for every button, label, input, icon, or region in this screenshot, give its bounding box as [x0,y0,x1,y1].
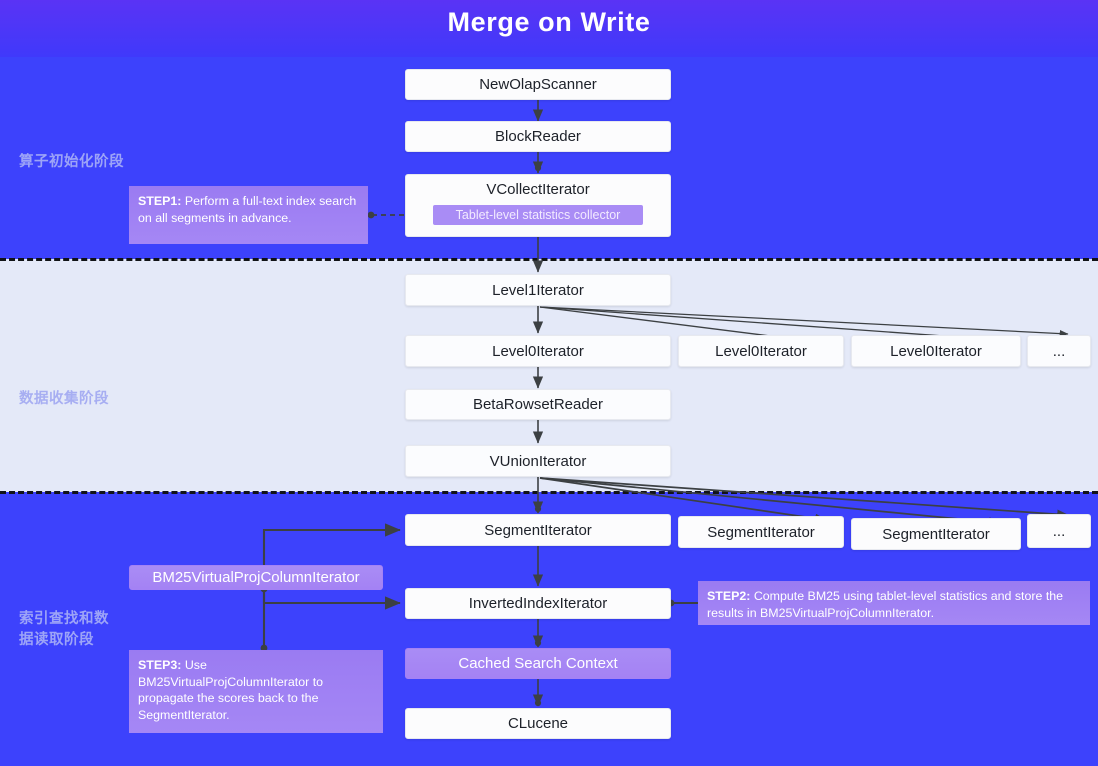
node-block-reader[interactable]: BlockReader [405,121,671,152]
node-clucene[interactable]: CLucene [405,708,671,739]
node-segment-iterator-3[interactable]: SegmentIterator [851,518,1021,550]
callout-step3-text: Use BM25VirtualProjColumnIterator to pro… [138,658,324,723]
node-cached-search-context[interactable]: Cached Search Context [405,648,671,679]
node-vunion-iterator[interactable]: VUnionIterator [405,445,671,477]
node-segment-iterator-1[interactable]: SegmentIterator [405,514,671,546]
callout-step3: STEP3: Use BM25VirtualProjColumnIterator… [129,650,383,733]
node-beta-rowset-reader[interactable]: BetaRowsetReader [405,389,671,420]
callout-step2-text: Compute BM25 using tablet-level statisti… [707,589,1064,620]
node-level0-ellipsis[interactable]: ... [1027,335,1091,367]
node-segment-ellipsis[interactable]: ... [1027,514,1091,548]
node-new-olap-scanner[interactable]: NewOlapScanner [405,69,671,100]
callout-step2: STEP2: Compute BM25 using tablet-level s… [698,581,1090,625]
callout-step1-tag: STEP1: [138,194,182,208]
stage-divider-top [0,258,1098,261]
stage-label-collect: 数据收集阶段 [19,391,109,407]
callout-step3-tag: STEP3: [138,658,182,672]
node-level1-iterator[interactable]: Level1Iterator [405,274,671,306]
stage-label-init: 算子初始化阶段 [19,154,124,170]
chip-tablet-level-statistics-collector[interactable]: Tablet-level statistics collector [433,205,643,225]
page-title: Merge on Write [447,7,651,37]
node-bm25-virtual-proj-column-iterator[interactable]: BM25VirtualProjColumnIterator [129,565,383,590]
node-level0-iterator-1[interactable]: Level0Iterator [405,335,671,367]
stage-divider-bottom [0,491,1098,494]
node-level0-iterator-2[interactable]: Level0Iterator [678,335,844,367]
node-level0-iterator-3[interactable]: Level0Iterator [851,335,1021,367]
header-band [0,0,1098,57]
callout-step2-tag: STEP2: [707,589,751,603]
node-inverted-index-iterator[interactable]: InvertedIndexIterator [405,588,671,619]
node-vcollect-iterator-label: VCollectIterator [486,181,590,198]
stage-label-index: 索引查找和数据读取阶段 [19,611,109,649]
node-segment-iterator-2[interactable]: SegmentIterator [678,516,844,548]
callout-step1: STEP1: Perform a full-text index search … [129,186,368,244]
callout-step1-text: Perform a full-text index search on all … [138,194,357,225]
